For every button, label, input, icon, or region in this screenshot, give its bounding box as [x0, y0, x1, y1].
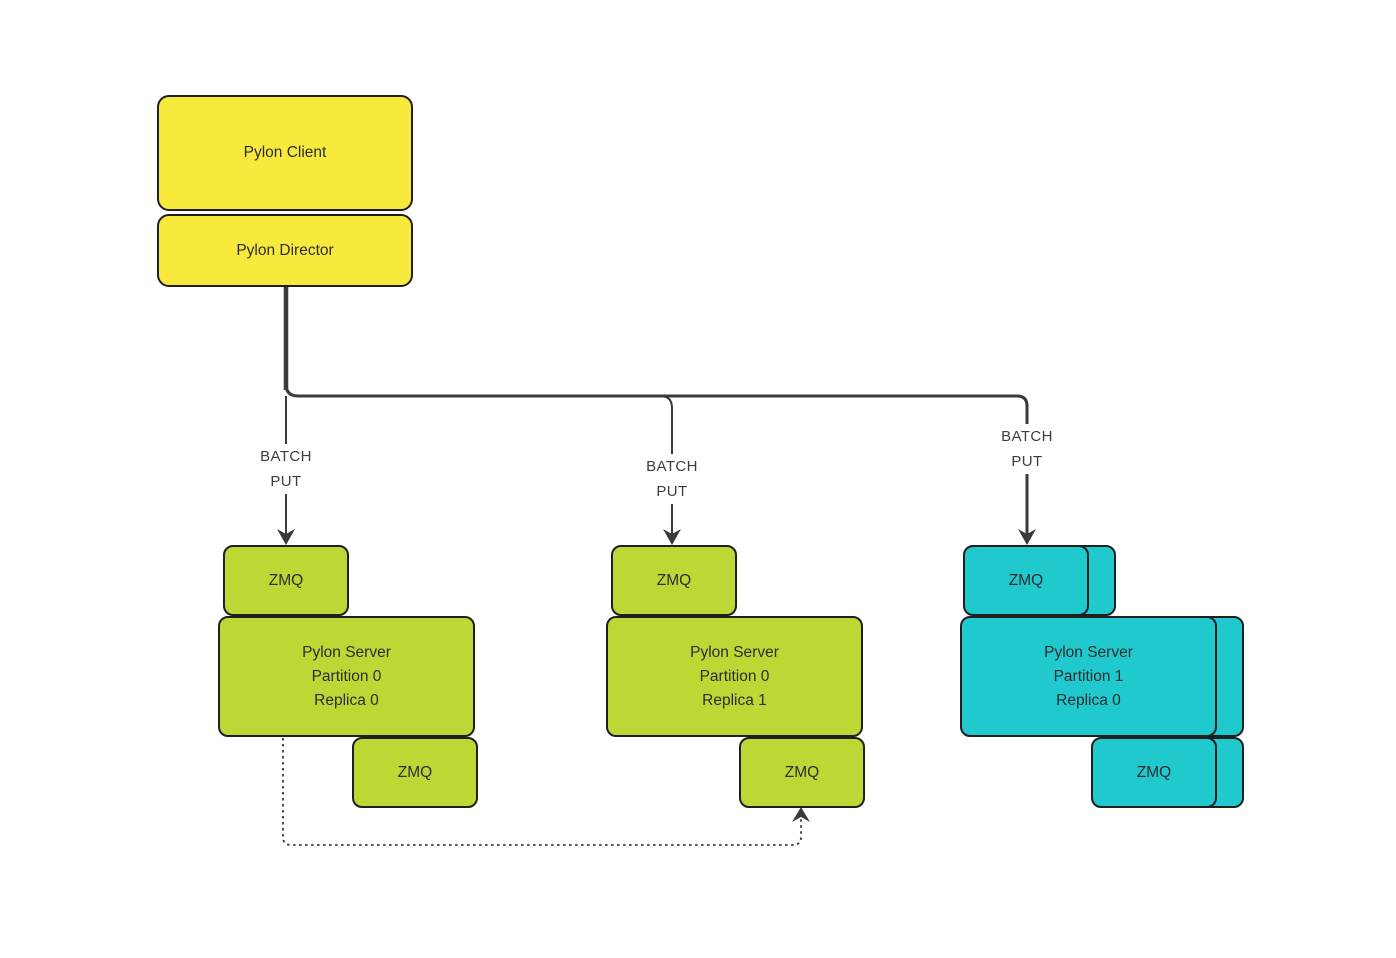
arrowhead-down-1: [277, 529, 295, 545]
node-zmq-bottom-1: ZMQ: [352, 737, 478, 808]
node-label: Pylon Director: [236, 241, 334, 259]
node-label: ZMQ: [656, 571, 692, 589]
node-label: Pylon Client: [243, 144, 327, 161]
node-zmq-top-1: ZMQ: [223, 545, 349, 616]
server-label-line: Partition 0: [311, 667, 382, 685]
edge-label-line: BATCH: [646, 458, 698, 475]
server-label-line: Pylon Server: [302, 643, 391, 661]
node-zmq-bottom-2: ZMQ: [739, 737, 865, 808]
edge-label-batch-put-2: BATCH PUT: [640, 454, 704, 504]
server-label-line: Replica 1: [702, 691, 767, 709]
node-label: ZMQ: [268, 571, 304, 589]
server-label-line: Replica 0: [1056, 691, 1121, 709]
node-pylon-director: Pylon Director: [157, 214, 413, 287]
node-zmq-bottom-3: ZMQ: [1091, 737, 1217, 808]
node-pylon-server-3: Pylon Server Partition 1 Replica 0: [960, 616, 1217, 737]
node-zmq-top-3: ZMQ: [963, 545, 1089, 616]
server-label-line: Partition 0: [699, 667, 770, 685]
server-label-line: Pylon Server: [1044, 643, 1133, 661]
server-label-line: Pylon Server: [690, 643, 779, 661]
edge-label-line: PUT: [270, 473, 302, 490]
arrowhead-up-replication: [792, 807, 810, 822]
node-pylon-server-2: Pylon Server Partition 0 Replica 1: [606, 616, 863, 737]
edge-label-batch-put-3: BATCH PUT: [995, 424, 1059, 474]
edge-label-batch-put-1: BATCH PUT: [254, 444, 318, 494]
node-label: ZMQ: [397, 763, 433, 781]
arrowhead-down-3: [1018, 529, 1036, 545]
server-label-line: Partition 1: [1053, 667, 1124, 685]
node-pylon-client: Pylon Client: [157, 95, 413, 211]
node-label: ZMQ: [1008, 571, 1044, 589]
arrowhead-down-2: [663, 529, 681, 545]
server-label-line: Replica 0: [314, 691, 379, 709]
node-pylon-server-1: Pylon Server Partition 0 Replica 0: [218, 616, 475, 737]
edge-label-line: PUT: [1011, 453, 1043, 470]
edge-label-line: BATCH: [1001, 428, 1053, 445]
edge-label-line: PUT: [656, 483, 688, 500]
node-label: ZMQ: [784, 763, 820, 781]
edge-label-line: BATCH: [260, 448, 312, 465]
node-label: ZMQ: [1136, 763, 1172, 781]
node-zmq-top-2: ZMQ: [611, 545, 737, 616]
